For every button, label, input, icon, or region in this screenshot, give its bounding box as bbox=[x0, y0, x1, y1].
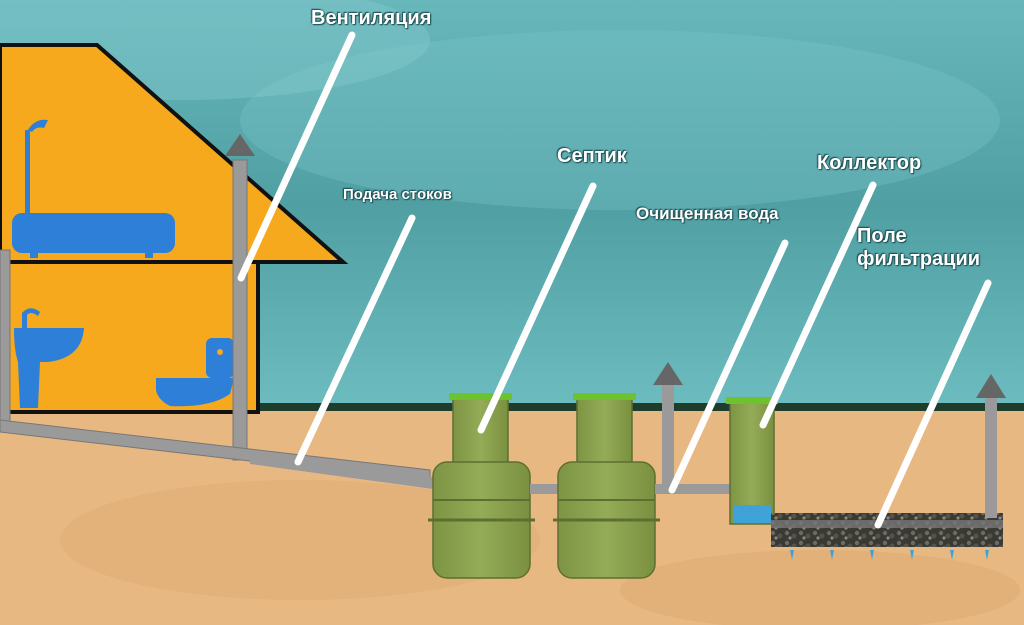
label-field-line2: фильтрации bbox=[857, 248, 981, 270]
pointer-ventilation bbox=[237, 31, 356, 282]
label-ventilation: Вентиляция bbox=[311, 7, 432, 29]
toilet-icon bbox=[156, 338, 234, 407]
collector-well bbox=[726, 397, 778, 525]
pointer-filtration-field bbox=[874, 279, 992, 529]
pointer-clean-water bbox=[668, 239, 789, 494]
sink-icon bbox=[14, 308, 84, 408]
vent-pipe-septic bbox=[662, 385, 674, 490]
bathtub-icon bbox=[12, 119, 175, 258]
label-clean-water: Очищенная вода bbox=[636, 204, 779, 223]
pointer-septic bbox=[477, 182, 597, 434]
label-filtration-field: Поле фильтрации bbox=[857, 225, 980, 271]
outlet-pipe bbox=[655, 484, 735, 494]
filtration-field bbox=[771, 513, 1003, 560]
septic-tank-2 bbox=[553, 393, 660, 579]
label-collector: Коллектор bbox=[817, 152, 922, 174]
vent-arrow-house bbox=[225, 134, 255, 156]
pointer-supply bbox=[294, 214, 416, 466]
label-field-line1: Поле bbox=[857, 225, 907, 247]
grass-line bbox=[255, 403, 1024, 411]
label-supply: Подача стоков bbox=[343, 186, 452, 203]
vent-pipe-field bbox=[985, 398, 997, 518]
pointer-collector bbox=[759, 181, 877, 429]
vent-arrow-septic bbox=[653, 362, 683, 385]
vent-arrow-field bbox=[976, 374, 1006, 398]
tank-connector-pipe bbox=[530, 484, 560, 494]
label-septic: Септик bbox=[557, 145, 627, 167]
